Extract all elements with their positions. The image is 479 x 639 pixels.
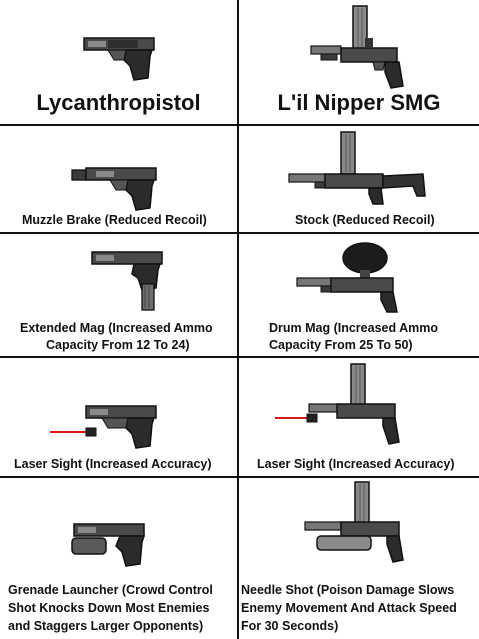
needle-shot-caption-line-2: Enemy Movement And Attack Speed — [241, 601, 457, 615]
grenade-launcher-caption-line-3: and Staggers Larger Opponents) — [8, 619, 204, 633]
smg-title: L'il Nipper SMG — [277, 90, 441, 115]
stock-caption: Stock (Reduced Recoil) — [295, 213, 435, 227]
extended-mag-pistol-image — [91, 251, 163, 311]
drum-mag-caption-line-2: Capacity From 25 To 50) — [269, 338, 413, 352]
pistol-laser-cell: Laser Sight (Increased Accuracy) — [0, 358, 237, 476]
pistol-base-cell: Lycanthropistol — [0, 0, 237, 124]
extended-mag-caption-line-1: Extended Mag (Increased Ammo — [20, 321, 213, 335]
grenade-launcher-pistol-image — [71, 523, 146, 567]
row-divider — [0, 232, 479, 234]
drum-mag-cell: Drum Mag (Increased Ammo Capacity From 2… — [239, 234, 479, 356]
stock-cell: Stock (Reduced Recoil) — [239, 126, 479, 232]
stock-smg-image — [288, 131, 426, 205]
laser-sight-smg-image — [275, 363, 400, 445]
grenade-launcher-cell: Grenade Launcher (Crowd Control Shot Kno… — [0, 478, 237, 639]
pistol-title: Lycanthropistol — [36, 90, 201, 115]
needle-shot-caption-line-3: For 30 Seconds) — [241, 619, 339, 633]
pistol-laser-caption: Laser Sight (Increased Accuracy) — [14, 457, 212, 471]
needle-shot-caption-line-1: Needle Shot (Poison Damage Slows — [241, 583, 455, 597]
needle-shot-smg-image — [304, 481, 404, 563]
muzzle-brake-pistol-image — [71, 167, 157, 211]
pistol-base-image — [83, 37, 155, 81]
smg-base-cell: L'il Nipper SMG — [239, 0, 479, 124]
row-divider — [0, 124, 479, 126]
row-divider — [0, 356, 479, 358]
drum-mag-caption-line-1: Drum Mag (Increased Ammo — [269, 321, 439, 335]
extended-mag-caption-line-2: Capacity From 12 To 24) — [46, 338, 190, 352]
laser-sight-pistol-image — [50, 405, 157, 449]
smg-laser-caption: Laser Sight (Increased Accuracy) — [257, 457, 455, 471]
drum-mag-smg-image — [296, 242, 398, 313]
needle-shot-cell: Needle Shot (Poison Damage Slows Enemy M… — [239, 478, 479, 639]
row-divider — [0, 476, 479, 478]
grenade-launcher-caption-line-1: Grenade Launcher (Crowd Control — [8, 583, 213, 597]
column-divider — [237, 0, 239, 639]
smg-base-image — [310, 5, 404, 89]
grenade-launcher-caption-line-2: Shot Knocks Down Most Enemies — [8, 601, 210, 615]
extended-mag-cell: Extended Mag (Increased Ammo Capacity Fr… — [0, 234, 237, 356]
smg-laser-cell: Laser Sight (Increased Accuracy) — [239, 358, 479, 476]
muzzle-brake-caption: Muzzle Brake (Reduced Recoil) — [22, 213, 207, 227]
muzzle-brake-cell: Muzzle Brake (Reduced Recoil) — [0, 126, 237, 232]
